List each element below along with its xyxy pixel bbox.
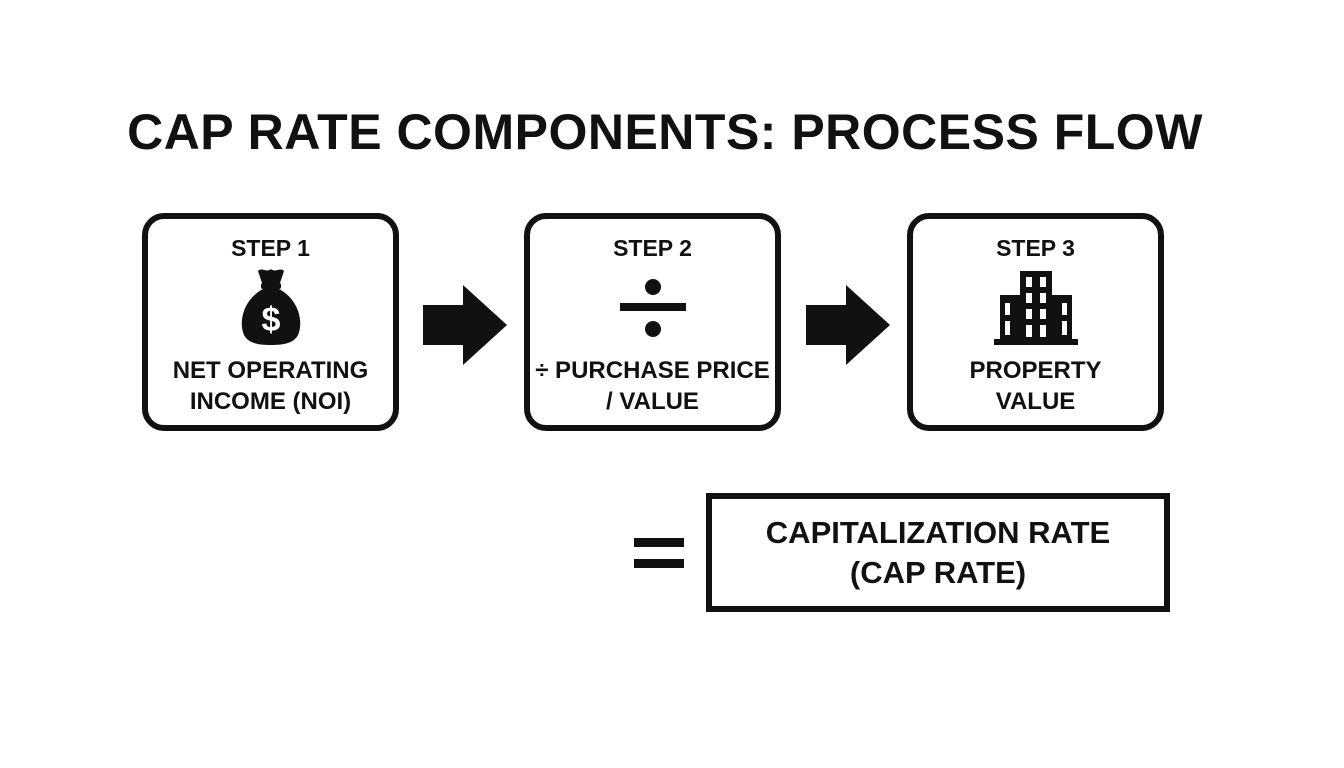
step-2-text: ÷ PURCHASE PRICE / VALUE	[535, 357, 770, 415]
result-box: CAPITALIZATION RATE (CAP RATE)	[706, 493, 1170, 612]
dollar-glyph: $	[261, 301, 280, 339]
step-3-label: STEP 3	[996, 235, 1075, 261]
step-1-label: STEP 1	[231, 235, 310, 261]
arrow-right-icon	[806, 285, 890, 365]
arrow-right-icon	[423, 285, 507, 365]
building-icon	[993, 265, 1078, 347]
result-text: CAPITALIZATION RATE (CAP RATE)	[765, 514, 1111, 590]
equals-icon	[634, 536, 684, 570]
diagram-title: CAP RATE COMPONENTS: PROCESS FLOW	[127, 104, 1203, 160]
money-bag-icon: $	[236, 265, 306, 347]
step-1-box: STEP 1 $ NET OPERATING INCOME (NOI)	[142, 213, 399, 431]
step-3-box: STEP 3	[907, 213, 1164, 431]
divide-icon	[618, 265, 688, 347]
step-3-text: PROPERTY VALUE	[969, 357, 1102, 415]
step-1-text: NET OPERATING INCOME (NOI)	[172, 357, 369, 415]
step-2-label: STEP 2	[613, 235, 692, 261]
step-2-box: STEP 2 ÷ PURCHASE PRICE / VALUE	[524, 213, 781, 431]
